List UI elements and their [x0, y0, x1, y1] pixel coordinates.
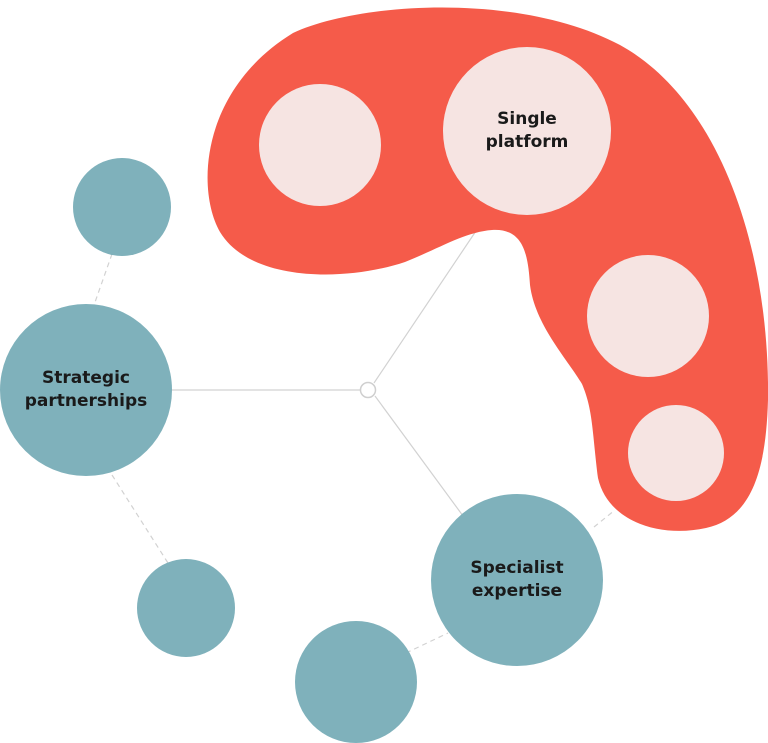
blob-circle-left: [259, 84, 381, 206]
teal-circle-top-left: [73, 158, 171, 256]
connector-hub-to-expertise: [374, 395, 467, 521]
dashed-connector-right: [593, 509, 616, 528]
dashed-connector-bottom: [405, 632, 449, 654]
hub-node: [359, 381, 377, 399]
dashed-connectors: [93, 253, 616, 654]
strategic-partnerships-node: [0, 304, 172, 476]
single-platform-node: [443, 47, 611, 215]
dashed-connector-bottom-left: [111, 474, 169, 564]
blob-circle-right-upper: [587, 255, 709, 377]
specialist-expertise-node: [431, 494, 603, 666]
dashed-connector-top-left: [93, 253, 113, 306]
connector-lines: [170, 224, 481, 521]
blob-circle-right-lower: [628, 405, 724, 501]
teal-circle-bottom-left: [137, 559, 235, 657]
connector-hub-to-platform: [373, 224, 481, 384]
teal-circle-bottom: [295, 621, 417, 743]
